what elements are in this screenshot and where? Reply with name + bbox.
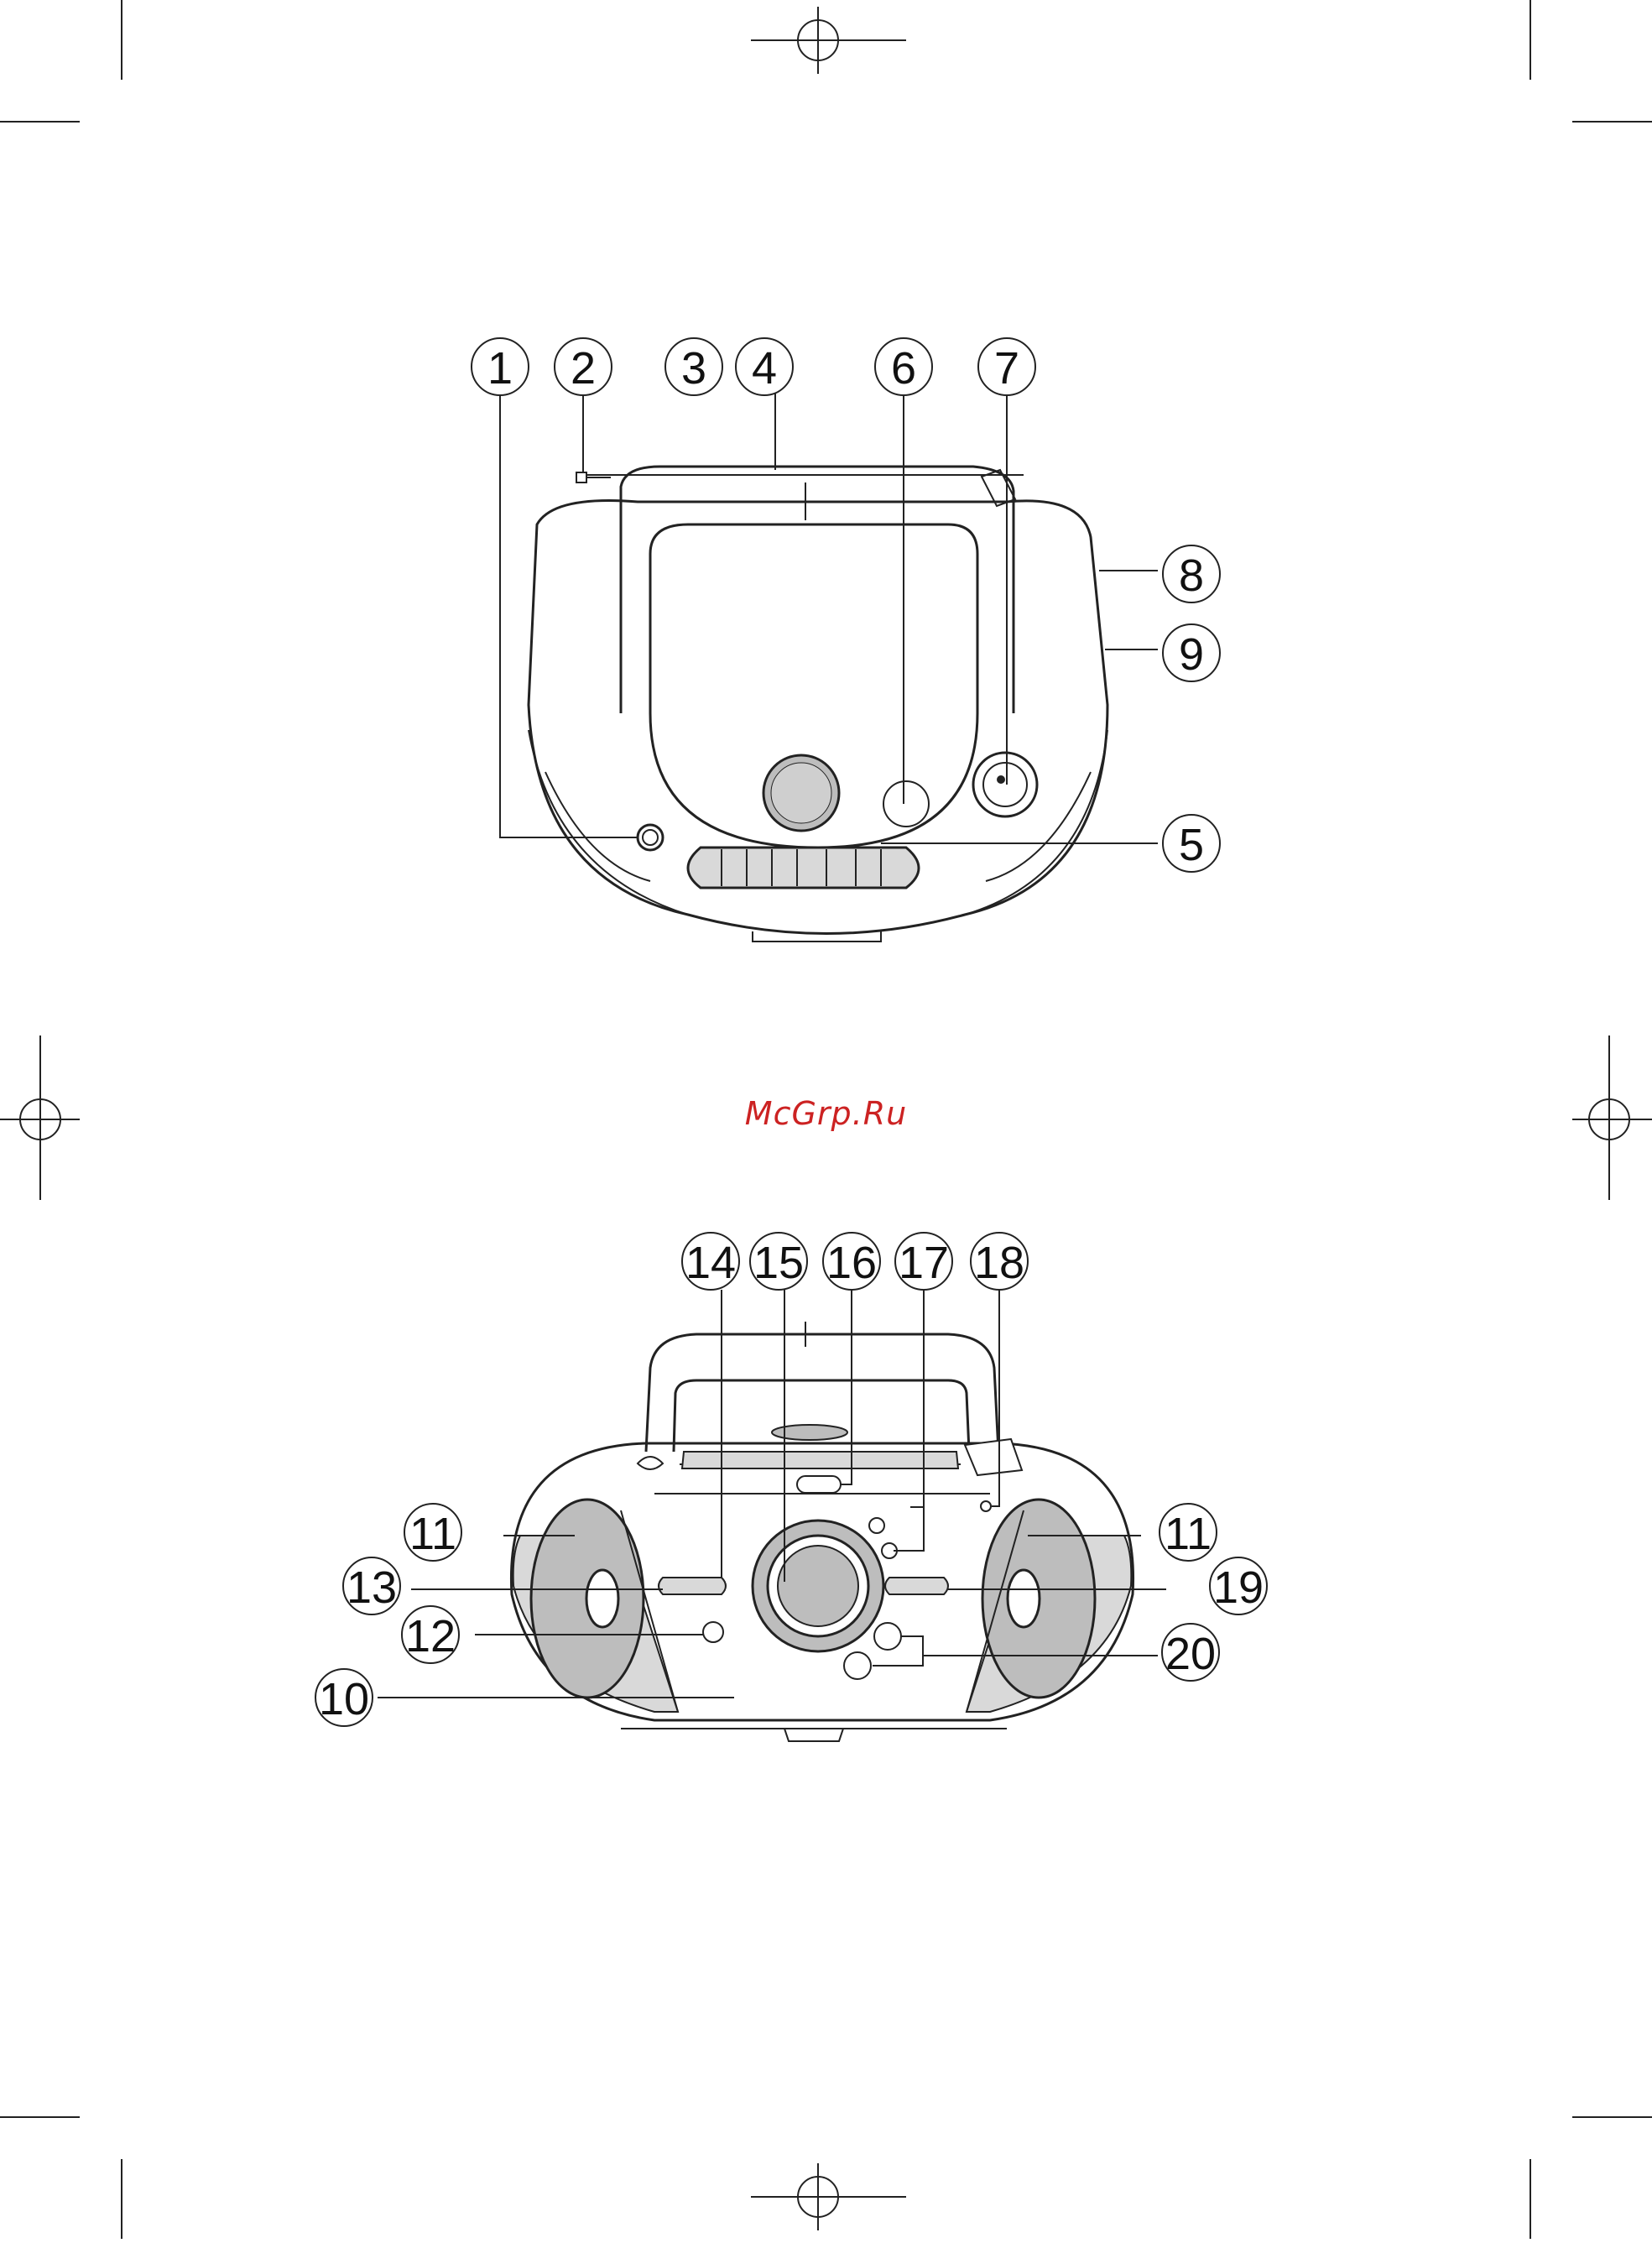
callout-16: 16 xyxy=(826,1238,877,1288)
callout-11-left: 11 xyxy=(409,1509,456,1559)
registration-mark-bottom xyxy=(751,2163,906,2230)
callout-4: 4 xyxy=(752,343,777,394)
registration-mark-top xyxy=(751,7,906,74)
callout-6: 6 xyxy=(891,343,916,394)
callout-14: 14 xyxy=(685,1238,736,1288)
callout-11-right: 11 xyxy=(1165,1509,1212,1559)
callout-13: 13 xyxy=(347,1562,397,1613)
callout-5: 5 xyxy=(1179,820,1204,870)
callout-8: 8 xyxy=(1179,550,1204,601)
boombox-front-view xyxy=(511,1322,1133,1741)
boombox-top-view xyxy=(529,467,1107,942)
callout-12: 12 xyxy=(405,1611,456,1661)
callout-17: 17 xyxy=(899,1238,949,1288)
callout-3: 3 xyxy=(681,343,706,394)
callout-7: 7 xyxy=(994,343,1019,394)
callout-19: 19 xyxy=(1213,1562,1264,1613)
callout-20: 20 xyxy=(1165,1629,1216,1679)
callout-15: 15 xyxy=(753,1238,804,1288)
callout-18: 18 xyxy=(974,1238,1024,1288)
watermark-text: McGrp.Ru xyxy=(0,1095,1652,1132)
callout-1: 1 xyxy=(487,343,513,394)
callout-2: 2 xyxy=(571,343,596,394)
callout-10: 10 xyxy=(319,1674,369,1724)
callout-9: 9 xyxy=(1179,629,1204,680)
